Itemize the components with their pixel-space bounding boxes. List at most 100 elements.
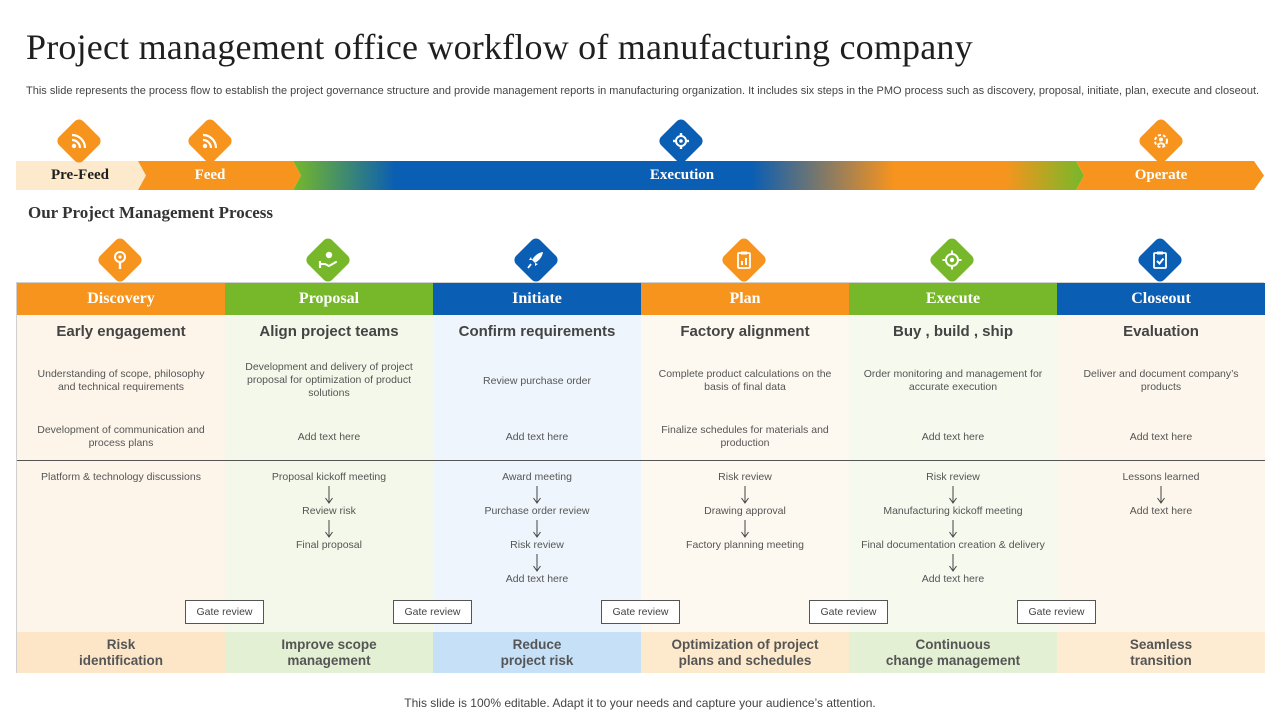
step-heading: Early engagement bbox=[56, 323, 186, 340]
outcome-line: identification bbox=[79, 652, 163, 668]
step-heading: Confirm requirements bbox=[458, 323, 616, 340]
down-arrow-icon bbox=[225, 484, 433, 505]
hand-money-icon bbox=[318, 251, 337, 268]
phase-segment-feed bbox=[138, 161, 301, 190]
step-icon-initiate bbox=[511, 235, 561, 285]
flow-item: Final documentation creation & delivery bbox=[861, 539, 1045, 551]
step-detail-2: Development of communication and process… bbox=[37, 424, 205, 449]
down-arrow-icon bbox=[1057, 484, 1265, 505]
step-detail-1: Development and delivery of project prop… bbox=[245, 361, 413, 399]
step-header-closeout: Closeout bbox=[1057, 283, 1265, 315]
flow-item: Risk review bbox=[926, 471, 980, 483]
gate-review-box: Gate review bbox=[1017, 600, 1096, 624]
step-flow: Lessons learned Add text here bbox=[1057, 471, 1265, 518]
flow-item: Final proposal bbox=[296, 539, 362, 551]
gear-icon bbox=[673, 133, 689, 149]
down-arrow-icon bbox=[641, 518, 849, 539]
down-arrow-icon bbox=[849, 552, 1057, 573]
down-arrow-icon bbox=[433, 518, 641, 539]
step-detail-2: Add text here bbox=[505, 430, 569, 443]
rss-icon bbox=[202, 133, 218, 149]
clipboard-check-icon bbox=[1153, 251, 1167, 269]
step-icon-plan bbox=[719, 235, 769, 285]
down-arrow-icon bbox=[641, 484, 849, 505]
step-detail-1: Complete product calculations on the bas… bbox=[658, 368, 832, 393]
step-detail-2: Add text here bbox=[297, 430, 361, 443]
clipboard-chart-icon bbox=[737, 251, 751, 269]
outcome-line: Seamless bbox=[1129, 636, 1193, 652]
step-header-proposal: Proposal bbox=[225, 283, 433, 315]
process-table: Discovery Early engagement Understanding… bbox=[16, 282, 1265, 673]
outcome-line: project risk bbox=[500, 652, 574, 668]
step-column-discovery: Discovery Early engagement Understanding… bbox=[17, 283, 225, 673]
step-icon-closeout bbox=[1135, 235, 1185, 285]
step-detail-1: Understanding of scope, philosophy and t… bbox=[37, 368, 205, 393]
gate-review-box: Gate review bbox=[185, 600, 264, 624]
down-arrow-icon bbox=[433, 552, 641, 573]
down-arrow-icon bbox=[849, 484, 1057, 505]
rocket-icon bbox=[527, 252, 543, 269]
flow-item: Add text here bbox=[921, 573, 985, 585]
step-header-discovery: Discovery bbox=[17, 283, 225, 315]
phase-segment-execution bbox=[293, 161, 1084, 190]
outcome-line: transition bbox=[1130, 652, 1192, 668]
flow-item: Manufacturing kickoff meeting bbox=[883, 505, 1023, 517]
gate-review-box: Gate review bbox=[601, 600, 680, 624]
step-detail-1: Deliver and document company’s products bbox=[1083, 368, 1239, 393]
phase-bar: Pre-Feed Feed Execution Operate bbox=[16, 161, 1264, 190]
step-header-plan: Plan bbox=[641, 283, 849, 315]
flow-item: Review risk bbox=[302, 505, 356, 517]
outcome-line: Risk bbox=[106, 636, 136, 652]
step-icon-execute bbox=[927, 235, 977, 285]
phase-segment-operate bbox=[1076, 161, 1264, 190]
flow-item: Award meeting bbox=[502, 471, 572, 483]
outcome-line: Improve scope bbox=[281, 636, 377, 652]
flow-item: Risk review bbox=[718, 471, 772, 483]
flow-item: Factory planning meeting bbox=[686, 539, 804, 551]
flow-item: Drawing approval bbox=[704, 505, 786, 517]
step-heading: Buy , build , ship bbox=[893, 323, 1013, 340]
flow-item: Platform & technology discussions bbox=[41, 471, 201, 483]
step-flow: Risk review Drawing approval Factory pla… bbox=[641, 471, 849, 552]
flow-item: Add text here bbox=[1129, 505, 1193, 517]
step-detail-1: Review purchase order bbox=[483, 374, 591, 387]
outcome-line: plans and schedules bbox=[678, 652, 812, 668]
slide-footer: This slide is 100% editable. Adapt it to… bbox=[404, 696, 876, 710]
gear-person-icon bbox=[1154, 134, 1168, 148]
down-arrow-icon bbox=[225, 518, 433, 539]
slide-description: This slide represents the process flow t… bbox=[26, 85, 1260, 97]
step-flow: Award meeting Purchase order review Risk… bbox=[433, 471, 641, 586]
down-arrow-icon bbox=[433, 484, 641, 505]
flow-item: Risk review bbox=[510, 539, 564, 551]
magnifier-icon bbox=[114, 251, 126, 269]
phase-label-pre-feed: Pre-Feed bbox=[50, 167, 110, 183]
phase-segment-pre-feed bbox=[16, 161, 146, 190]
phase-bar-graphic bbox=[16, 161, 1264, 190]
down-arrow-icon bbox=[849, 518, 1057, 539]
phase-label-feed: Feed bbox=[194, 167, 226, 183]
gate-review-box: Gate review bbox=[393, 600, 472, 624]
step-icon-discovery bbox=[95, 235, 145, 285]
flow-item: Lessons learned bbox=[1122, 471, 1200, 483]
phase-label-operate: Operate bbox=[1134, 167, 1188, 183]
flow-item: Proposal kickoff meeting bbox=[271, 471, 387, 483]
rss-icon bbox=[71, 133, 87, 149]
step-flow: Platform & technology discussions bbox=[17, 471, 225, 484]
step-icon-proposal bbox=[303, 235, 353, 285]
outcome-line: Continuous bbox=[915, 636, 991, 652]
outcome-line: management bbox=[287, 652, 371, 668]
step-detail-2: Add text here bbox=[921, 430, 985, 443]
outcome-line: change management bbox=[885, 652, 1021, 668]
slide-title: Project management office workflow of ma… bbox=[26, 27, 973, 67]
step-header-execute: Execute bbox=[849, 283, 1057, 315]
gate-review-box: Gate review bbox=[809, 600, 888, 624]
step-heading: Align project teams bbox=[259, 323, 399, 340]
step-flow: Risk review Manufacturing kickoff meetin… bbox=[849, 471, 1057, 586]
target-gear-icon bbox=[942, 250, 962, 270]
flow-item: Add text here bbox=[505, 573, 569, 585]
phase-icon-operate bbox=[1136, 116, 1186, 166]
